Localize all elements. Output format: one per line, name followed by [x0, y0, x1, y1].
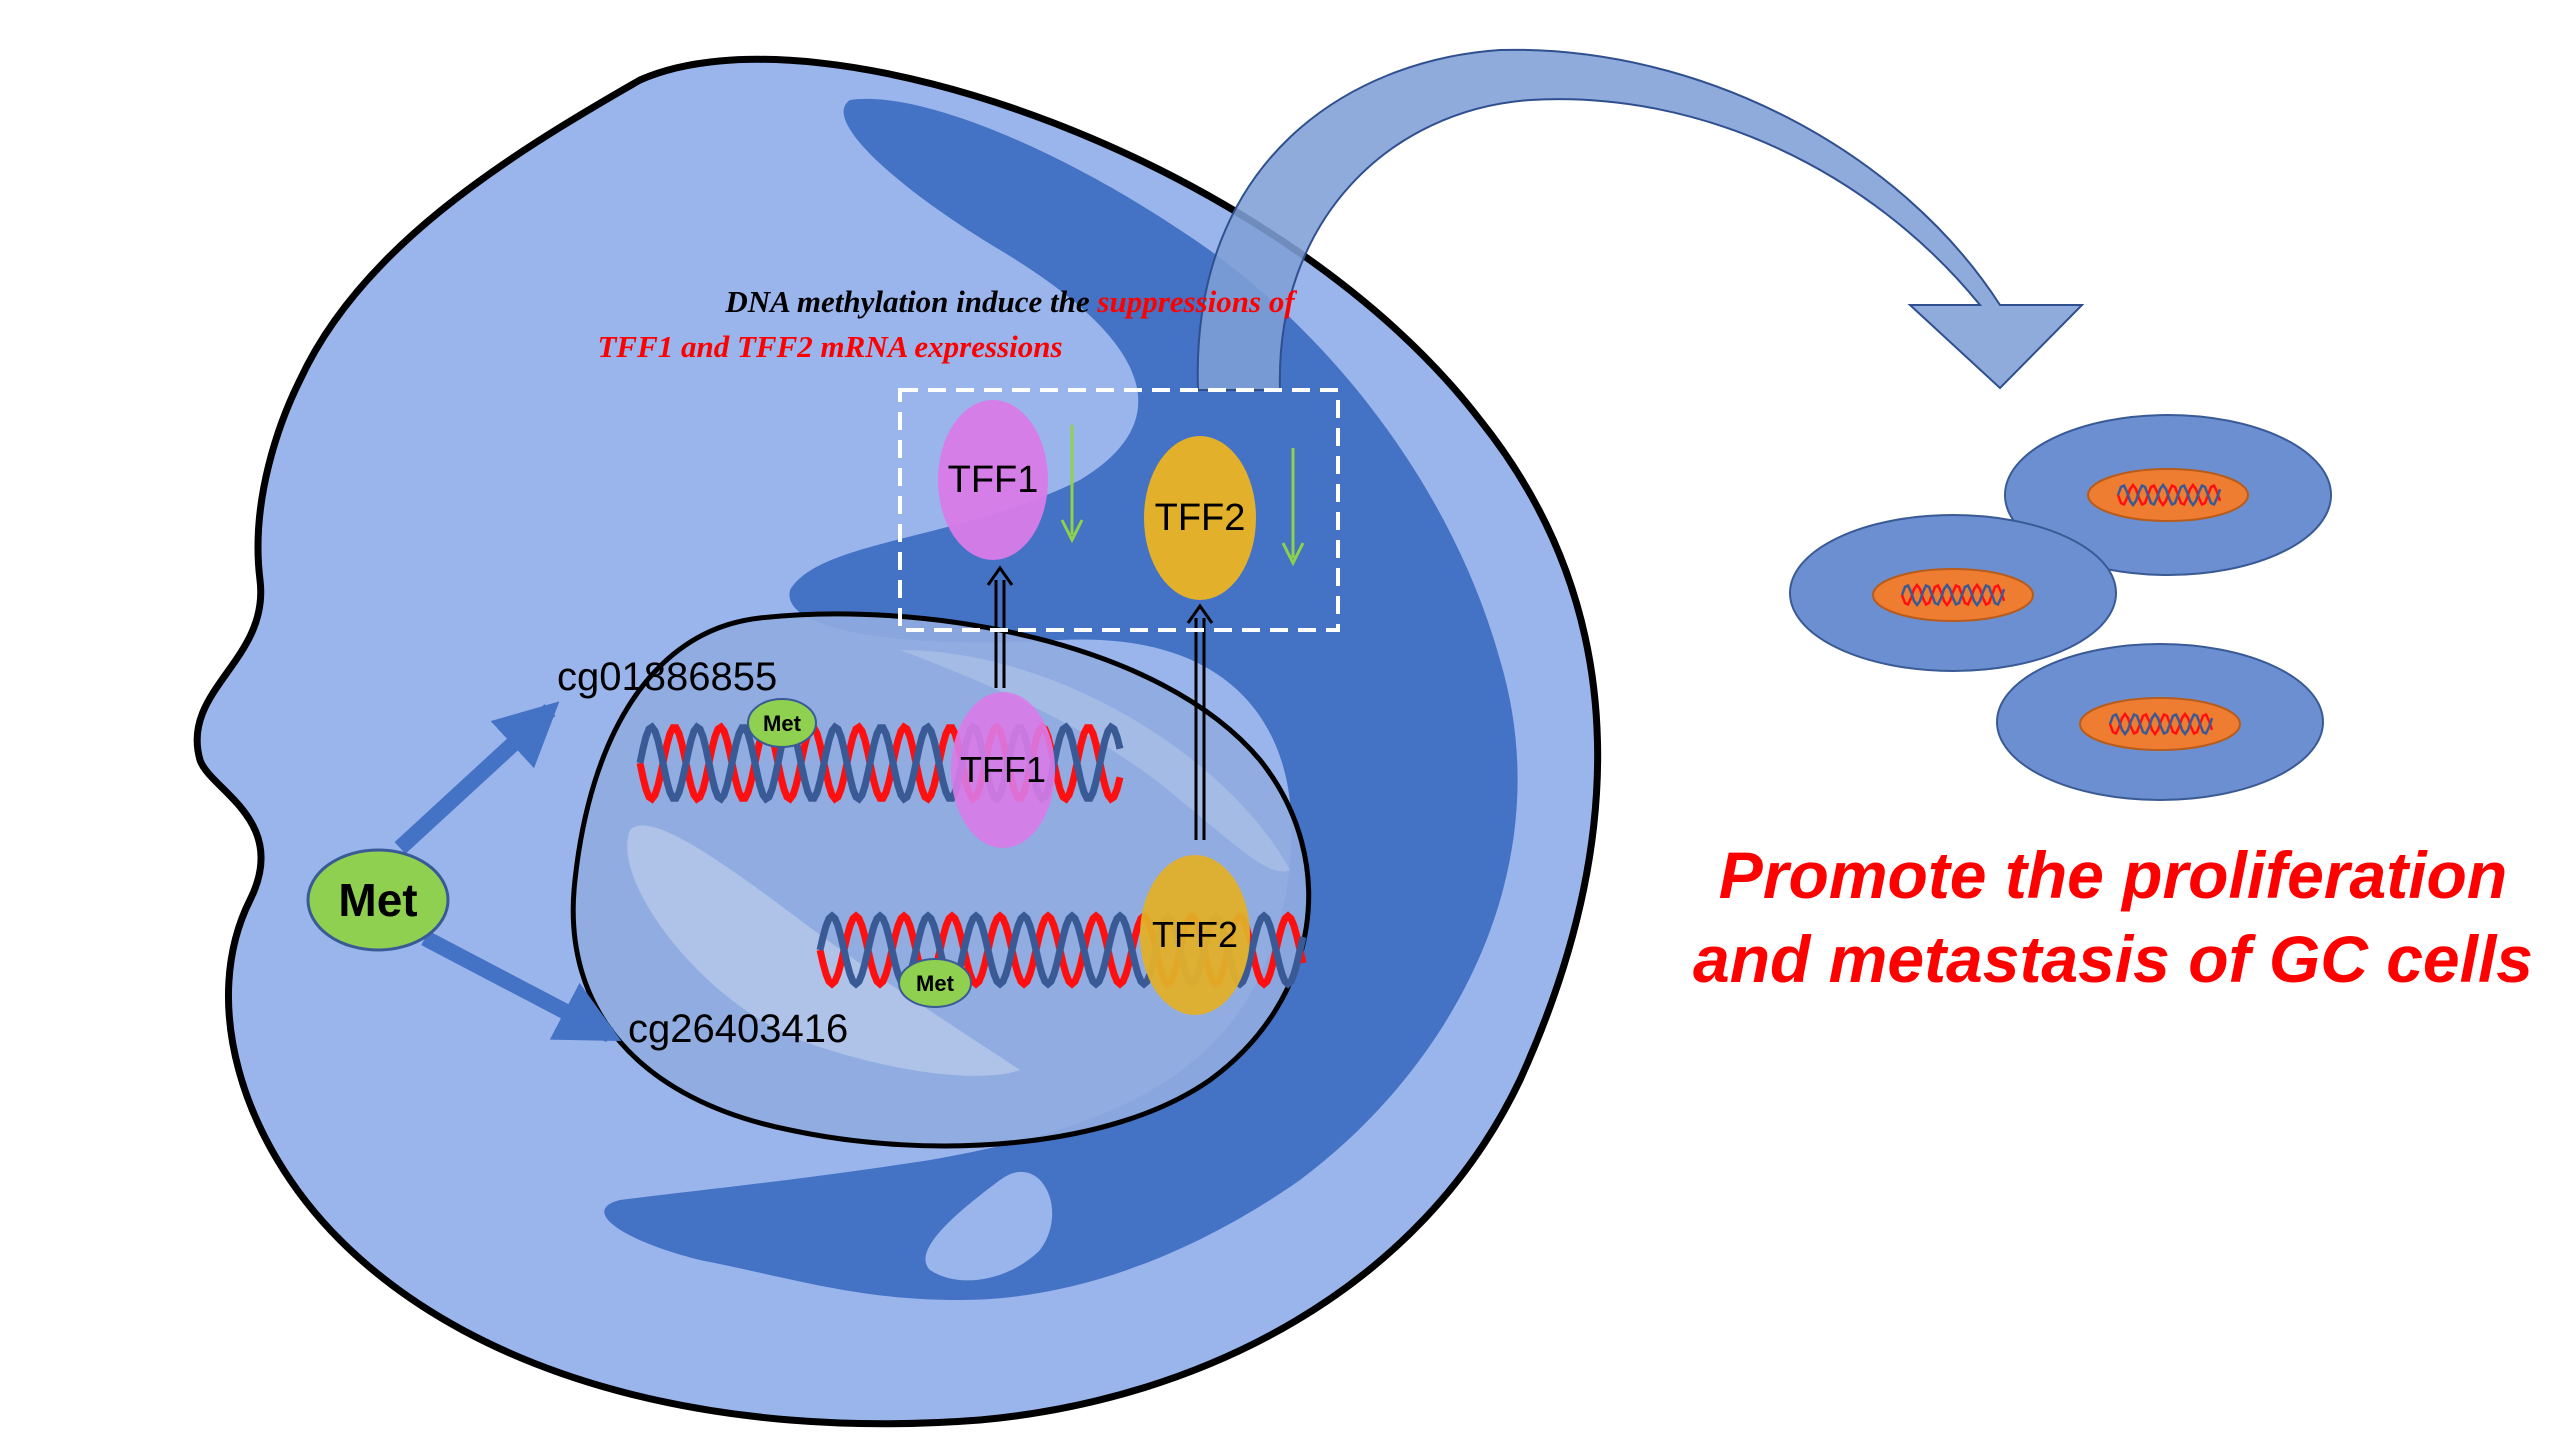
tff1-mrna-ellipse: [938, 400, 1048, 560]
cytoplasm-light-patch: [925, 1171, 1053, 1281]
met-badge-dna1: Met: [747, 698, 817, 748]
tff2-mrna-ellipse: [1144, 436, 1256, 600]
transcription-arrow-tff1-head: [986, 565, 1014, 586]
tff1-gene: TFF1: [951, 692, 1055, 848]
cpg-site-1-label: cg01886855: [557, 655, 777, 699]
transcription-arrow-tff2: [1186, 603, 1214, 840]
met-badge-dna2: Met: [898, 958, 972, 1008]
caption-black-part: DNA methylation induce the: [724, 284, 1097, 319]
met-badge-dna1-ellipse: [747, 698, 817, 748]
mini2-strand-2: [1900, 582, 2006, 608]
caption-red-part: suppressions of: [1096, 284, 1297, 319]
tff1-gene-label: TFF1: [960, 749, 1046, 790]
transcription-arrow-tff2-head: [1186, 603, 1214, 624]
cpg-site-2-label: cg26403416: [628, 1007, 848, 1051]
met-arrows: [394, 701, 622, 1043]
met-badge-dna1-label: Met: [763, 711, 802, 736]
mechanism-caption-line1: DNA methylation induce the suppressions …: [724, 284, 1297, 319]
tff2-down-arrow-head: [1281, 542, 1305, 567]
met-main: Met: [306, 848, 450, 952]
gc-cell: [1789, 514, 2117, 672]
met-badge-dna2-label: Met: [916, 971, 955, 996]
met-arrow-up: [394, 701, 560, 854]
tff2-gene-label: TFF2: [1152, 914, 1238, 955]
tff1-down-arrow-head: [1060, 519, 1084, 544]
tff2-mrna-label: TFF2: [1155, 497, 1246, 539]
gc-cell-dna: [1900, 582, 2006, 608]
transcription-arrow-tff1: [986, 565, 1014, 688]
gc-cells: [1789, 414, 2332, 801]
tff1-mrna: TFF1: [938, 400, 1048, 560]
big-curved-arrow: [1196, 48, 2085, 391]
tff2-mrna: TFF2: [1144, 436, 1256, 600]
mini3-strand-1: [2108, 711, 2214, 737]
cytoplasm-dark-region: [604, 98, 1518, 1300]
met-arrow-down: [421, 930, 622, 1043]
gc-cell-dna: [2108, 711, 2214, 737]
mini1-strand-1: [2116, 482, 2222, 508]
gc-cell: [2004, 414, 2332, 576]
mechanism-caption-line2: TFF1 and TFF2 mRNA expressions: [597, 329, 1062, 364]
mini1-strand-2: [2116, 482, 2222, 508]
mrna-highlight-box: [898, 388, 1340, 632]
nucleus-highlight-top: [900, 650, 1290, 872]
outcome-line1: Promote the proliferation: [1719, 838, 2507, 912]
tff2-gene: TFF2: [1140, 855, 1250, 1015]
tff2-gene-ellipse: [1140, 855, 1250, 1015]
mini3-strand-2: [2108, 711, 2214, 737]
tff1-mrna-label: TFF1: [948, 459, 1039, 501]
outcome-line2: and metastasis of GC cells: [1693, 922, 2533, 996]
mini2-strand-1: [1900, 582, 2006, 608]
gc-cell: [1996, 643, 2324, 801]
met-main-ellipse: [306, 848, 450, 952]
met-badge-dna2-ellipse: [898, 958, 972, 1008]
tff1-gene-ellipse: [951, 692, 1055, 848]
met-main-label: Met: [338, 874, 417, 926]
gc-cell-dna: [2116, 482, 2222, 508]
